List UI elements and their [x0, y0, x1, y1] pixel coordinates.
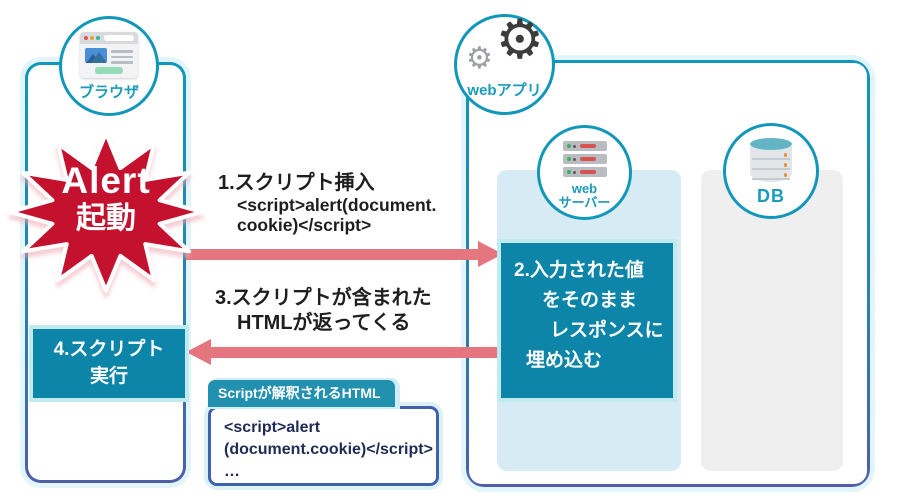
code-line: <script>alert	[224, 419, 321, 436]
browser-icon-body	[80, 44, 138, 74]
step4-box: 4.スクリプト 実行	[33, 329, 185, 398]
webapp-circle: ⚙ ⚙ webアプリ	[454, 10, 555, 115]
gear-icon-small: ⚙	[466, 42, 493, 75]
db-circle: DB	[723, 123, 819, 219]
starburst-shape	[8, 131, 204, 293]
webserver-circle: web サーバー	[537, 125, 632, 220]
step2-box: 2.入力された値 をそのまま レスポンスに 埋め込む	[501, 243, 673, 398]
server-rack-icon	[562, 141, 607, 177]
red-dot-icon	[84, 36, 88, 40]
browser-circle: ブラウザ	[59, 16, 159, 116]
db-label: DB	[757, 186, 785, 206]
step3-label: 3.スクリプトが含まれた HTMLが返ってくる	[215, 287, 432, 334]
db-panel	[701, 170, 843, 471]
response-arrowhead-icon	[186, 339, 211, 365]
image-thumbnail-icon	[85, 48, 107, 63]
alert-starburst: Alert 起動	[5, 128, 207, 296]
browser-label: ブラウザ	[78, 84, 139, 101]
address-bar-icon	[104, 35, 134, 41]
database-cylinder-icon	[750, 138, 792, 186]
alert-text: Alert 起動	[61, 160, 151, 236]
teal-dot-icon	[96, 36, 100, 40]
webapp-label: webアプリ	[467, 82, 542, 99]
interpreted-html-header: Scriptが解釈されるHTML	[208, 380, 395, 407]
code-line: (document.cookie)</script>	[224, 441, 433, 458]
green-button-icon	[95, 66, 123, 74]
server-unit	[562, 141, 607, 151]
server-unit	[562, 167, 607, 177]
request-arrowhead-icon	[478, 241, 503, 267]
step1-label: 1.スクリプト挿入 <script>alert(document. cookie…	[218, 172, 437, 235]
server-unit	[562, 154, 607, 164]
gear-icon-large: ⚙	[495, 10, 544, 70]
browser-window-icon	[80, 32, 138, 78]
response-arrow	[211, 347, 502, 358]
browser-icon-toolbar	[80, 32, 138, 44]
interpreted-html-box: <script>alert (document.cookie)</script>…	[208, 406, 439, 486]
webserver-label: web サーバー	[558, 181, 611, 210]
request-arrow	[186, 249, 480, 260]
code-line: …	[224, 463, 240, 480]
text-lines-icon	[111, 48, 133, 64]
orange-dot-icon	[90, 36, 94, 40]
